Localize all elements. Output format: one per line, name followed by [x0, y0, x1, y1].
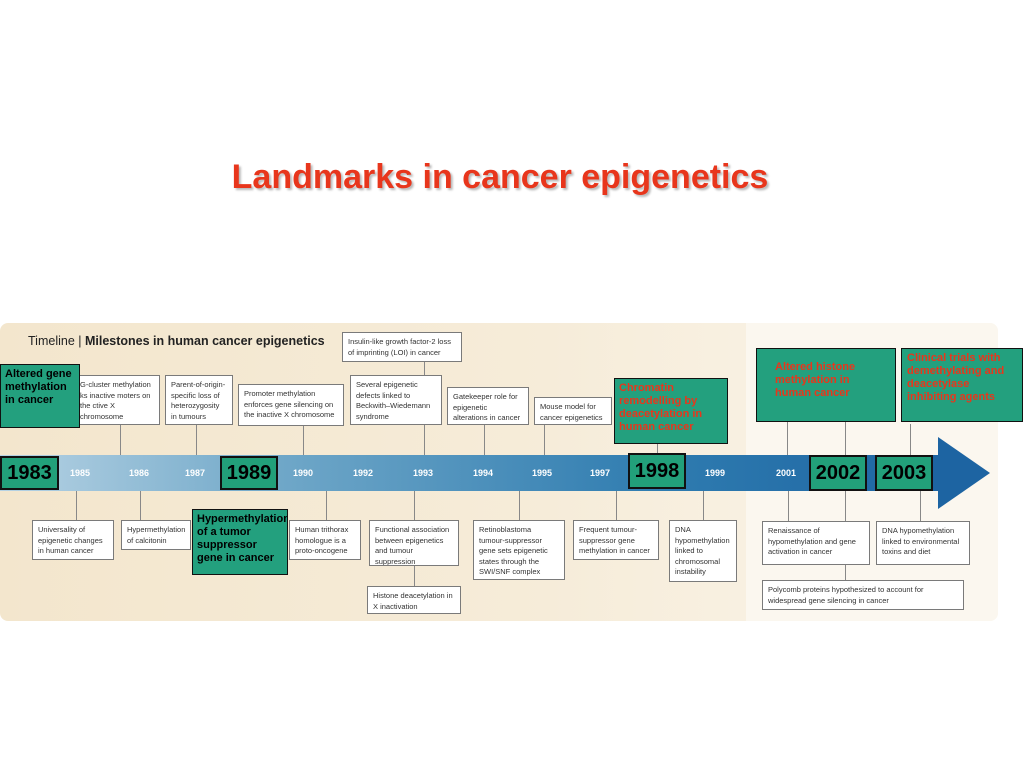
panel-title: Timeline | Milestones in human cancer ep… [28, 334, 325, 348]
connector [920, 491, 921, 521]
connector [616, 491, 617, 521]
connector [414, 491, 415, 521]
connector [140, 491, 141, 521]
event-box-retinoblastoma: Retinoblastoma tumour-suppressor gene se… [473, 520, 565, 580]
connector [845, 491, 846, 521]
axis-year: 1985 [70, 468, 91, 478]
highlight-year-1989: 1989 [220, 456, 278, 490]
event-box-dna-hypomethylation-instability: DNA hypomethylation linked to chromosoma… [669, 520, 737, 582]
event-box-dna-hypomethylation-toxins: DNA hypomethylation linked to environmen… [876, 521, 970, 565]
connector [196, 424, 197, 456]
panel-title-bold: Milestones in human cancer epigenetics [84, 334, 325, 348]
connector [657, 443, 658, 456]
axis-year: 1995 [532, 468, 553, 478]
axis-year: 1992 [353, 468, 374, 478]
axis-year: 1994 [473, 468, 494, 478]
highlight-hypermethylation: Hypermethylation of a tumor suppressor g… [192, 509, 288, 575]
connector [424, 425, 425, 456]
axis-year: 2001 [776, 468, 797, 478]
connector [703, 491, 704, 521]
connector [414, 566, 415, 586]
highlight-year-2003: 2003 [875, 455, 933, 491]
event-box-trithorax: Human trithorax homologue is a proto-onc… [289, 520, 361, 560]
axis-year: 1986 [129, 468, 150, 478]
axis-year: 1987 [185, 468, 206, 478]
highlight-altered-histone: Altered histone methylation in human can… [756, 348, 896, 422]
connector [303, 426, 304, 456]
highlight-clinical-trials: Clinical trials with demethylating and d… [901, 348, 1023, 422]
highlight-chromatin-remodelling: Chromatin remodelling by deacetylation i… [614, 378, 728, 444]
event-box-polycomb: Polycomb proteins hypothesized to accoun… [762, 580, 964, 610]
connector [787, 422, 788, 456]
connector [788, 491, 789, 521]
axis-year: 1997 [590, 468, 611, 478]
panel-title-prefix: Timeline | [28, 334, 82, 348]
timeline-arrowhead [938, 437, 990, 509]
connector [845, 422, 846, 456]
event-box-renaissance: Renaissance of hypomethylation and gene … [762, 521, 870, 565]
connector [120, 424, 121, 456]
connector [326, 491, 327, 521]
event-box-histone-deacetylation: Histone deacetylation in X inactivation [367, 586, 461, 614]
event-box-functional-association: Functional association between epigeneti… [369, 520, 459, 566]
highlight-year-2002: 2002 [809, 455, 867, 491]
event-box-calcitonin: Hypermethylation of calcitonin [121, 520, 191, 550]
event-box-x-inactivation: G-cluster methylation ks inactive moters… [74, 375, 160, 425]
connector [424, 362, 425, 376]
event-box-igf2-loi: Insulin-like growth factor-2 loss of imp… [342, 332, 462, 362]
event-box-universality: Universality of epigenetic changes in hu… [32, 520, 114, 560]
event-box-beckwith: Several epigenetic defects linked to Bec… [350, 375, 442, 425]
axis-year: 1990 [293, 468, 314, 478]
highlight-year-1998: 1998 [628, 453, 686, 489]
axis-year: 1999 [705, 468, 726, 478]
event-box-gatekeeper: Gatekeeper role for epigenetic alteratio… [447, 387, 529, 425]
axis-year: 1993 [413, 468, 434, 478]
timeline-bar [0, 455, 940, 491]
connector [484, 425, 485, 456]
highlight-year-1983: 1983 [0, 456, 59, 490]
connector [519, 491, 520, 521]
highlight-altered-gene-methylation: Altered gene methylation in cancer [0, 364, 80, 428]
event-box-loh: Parent-of-origin-specific loss of hetero… [165, 375, 233, 425]
connector [845, 565, 846, 580]
connector [910, 424, 911, 456]
event-box-promoter-methylation: Promoter methylation enforces gene silen… [238, 384, 344, 426]
connector [76, 491, 77, 521]
event-box-mouse-model: Mouse model for cancer epigenetics [534, 397, 612, 425]
event-box-frequent-methylation: Frequent tumour-suppressor gene methylat… [573, 520, 659, 560]
page-title: Landmarks in cancer epigenetics [231, 158, 769, 196]
connector [544, 425, 545, 456]
